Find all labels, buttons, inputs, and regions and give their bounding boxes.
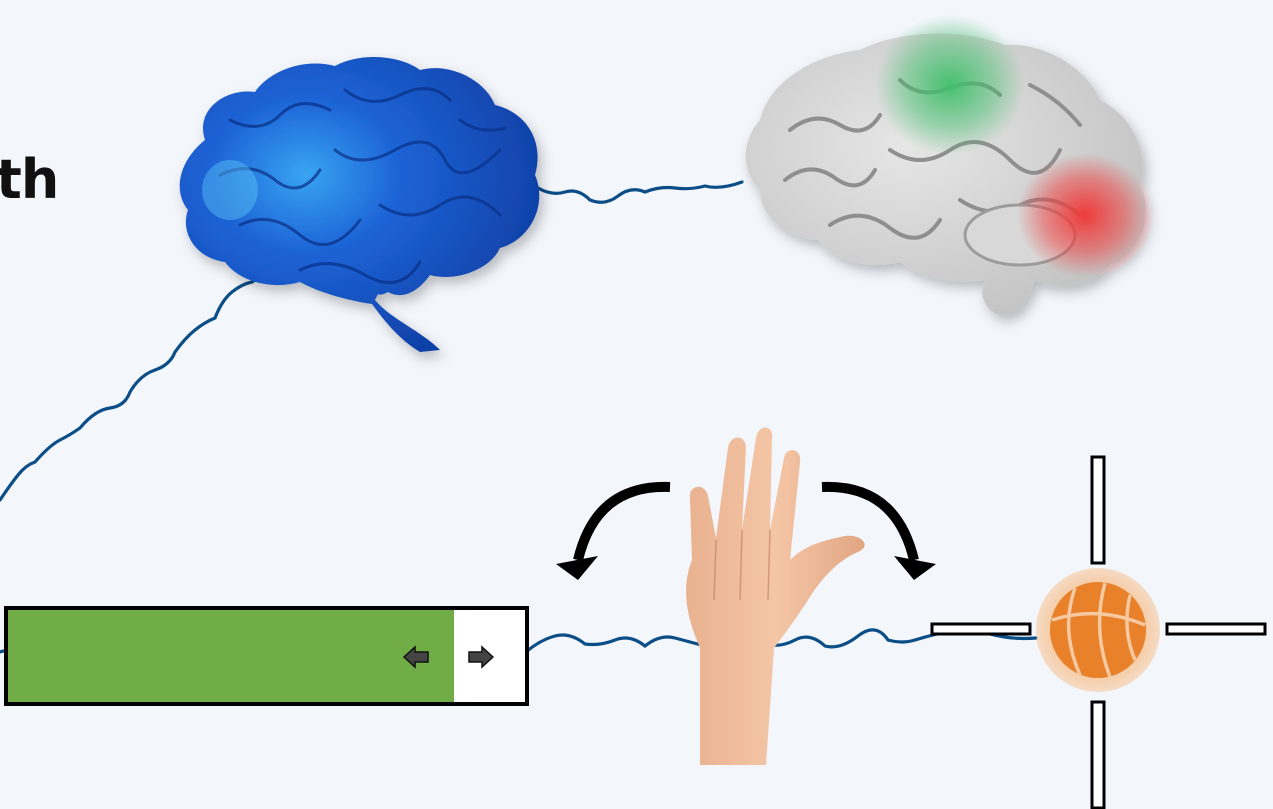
brain-activity-icon xyxy=(746,15,1153,315)
arrow-right-icon xyxy=(467,645,495,669)
crosshair-right xyxy=(1167,624,1265,634)
curved-arrow-right-icon xyxy=(822,487,936,580)
arrow-left-button[interactable] xyxy=(402,644,430,670)
progress-bar xyxy=(4,606,529,706)
brain-blue-icon xyxy=(180,57,540,352)
progress-fill xyxy=(8,610,454,702)
open-hand-icon xyxy=(686,428,865,766)
wire-brain-to-brain xyxy=(538,182,742,202)
crosshair-bottom xyxy=(1092,702,1104,808)
crosshair-top xyxy=(1092,457,1104,563)
arrow-right-button[interactable] xyxy=(467,644,495,670)
arrow-left-icon xyxy=(402,645,430,669)
crosshair-left xyxy=(932,624,1030,634)
basketball-icon xyxy=(1036,568,1160,692)
wire-brain-to-progress xyxy=(0,272,275,500)
curved-arrow-left-icon xyxy=(556,487,670,580)
